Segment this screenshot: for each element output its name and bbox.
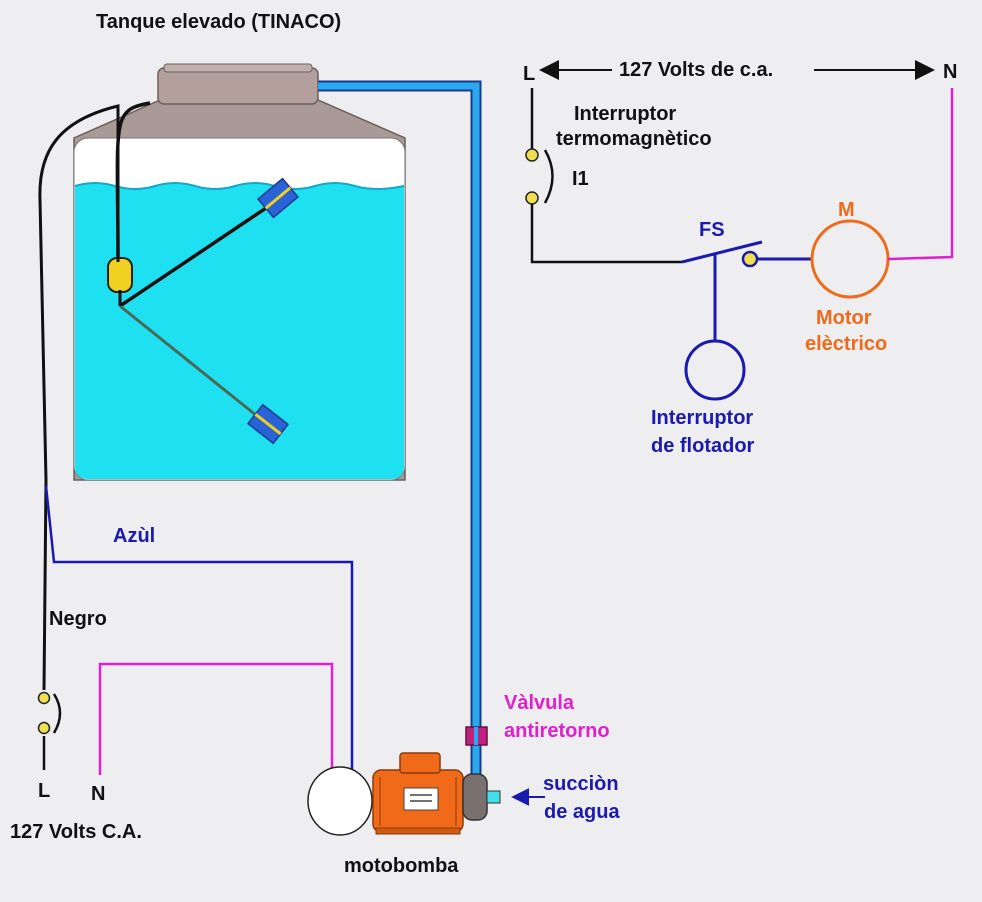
wire-blue [44, 485, 354, 790]
pump-nameplate [403, 787, 439, 811]
schematic-voltage-label: 127 Volts de c.a. [619, 59, 773, 81]
schematic-wire-n [887, 88, 954, 261]
float-weight-lower [246, 403, 290, 445]
label-black-wire: Negro [49, 608, 107, 630]
breaker-contact-top [525, 148, 539, 162]
tank-water [75, 183, 404, 479]
water-surface [74, 182, 405, 190]
label-check-valve-1: Vàlvula [504, 692, 575, 714]
motor-id: M [838, 199, 855, 221]
label-blue-wire: Azùl [113, 525, 155, 547]
pump-junction-box [399, 752, 441, 774]
water-pipe-inner [318, 82, 480, 782]
float-label-2: de flotador [651, 435, 755, 457]
breaker-id: I1 [572, 168, 589, 190]
schematic-neutral-label: N [943, 61, 957, 83]
pump-fan-cover [307, 766, 373, 836]
label-suction-2: de agua [544, 801, 620, 823]
float-label-1: Interruptor [651, 407, 753, 429]
fs-id: FS [699, 219, 725, 241]
label-suction-1: succiòn [543, 773, 619, 795]
float-arm-upper [119, 202, 273, 308]
breaker-contact-bottom [525, 191, 539, 205]
left-switch-contact-top [37, 691, 51, 705]
motor-label-2: elèctrico [805, 333, 887, 355]
label-line-left: L [38, 780, 50, 802]
left-switch-arc [52, 693, 62, 734]
label-check-valve-2: antiretorno [504, 720, 610, 742]
wire-black [38, 104, 120, 691]
float-arm-lower [119, 304, 263, 422]
pump-inlet [486, 790, 501, 804]
breaker-label-1: Interruptor [574, 103, 676, 125]
left-switch-contact-bottom [37, 721, 51, 735]
tank-lid [157, 67, 319, 105]
tank-lid-top [163, 63, 313, 73]
motor-label-1: Motor [816, 307, 872, 329]
label-supply-left: 127 Volts C.A. [10, 821, 142, 843]
float-switch-body [107, 257, 133, 293]
motor-pump [307, 752, 501, 836]
tank-title: Tanque elevado (TINACO) [96, 11, 341, 33]
schematic-wire-l-bottom [530, 204, 682, 264]
label-pump: motobomba [344, 855, 459, 877]
float-weight-upper [256, 177, 300, 219]
fs-blade [681, 240, 763, 264]
breaker-label-2: termomagnètico [556, 128, 712, 150]
pump-base [375, 827, 461, 835]
elevated-tank [73, 63, 406, 481]
fs-float [684, 339, 746, 401]
fs-contact [741, 250, 759, 268]
pump-housing [462, 773, 488, 821]
schematic-line-label: L [523, 63, 535, 85]
motor-symbol [810, 219, 890, 299]
breaker-arc [543, 149, 554, 204]
label-neutral-left: N [91, 783, 105, 805]
check-valve [465, 726, 488, 746]
